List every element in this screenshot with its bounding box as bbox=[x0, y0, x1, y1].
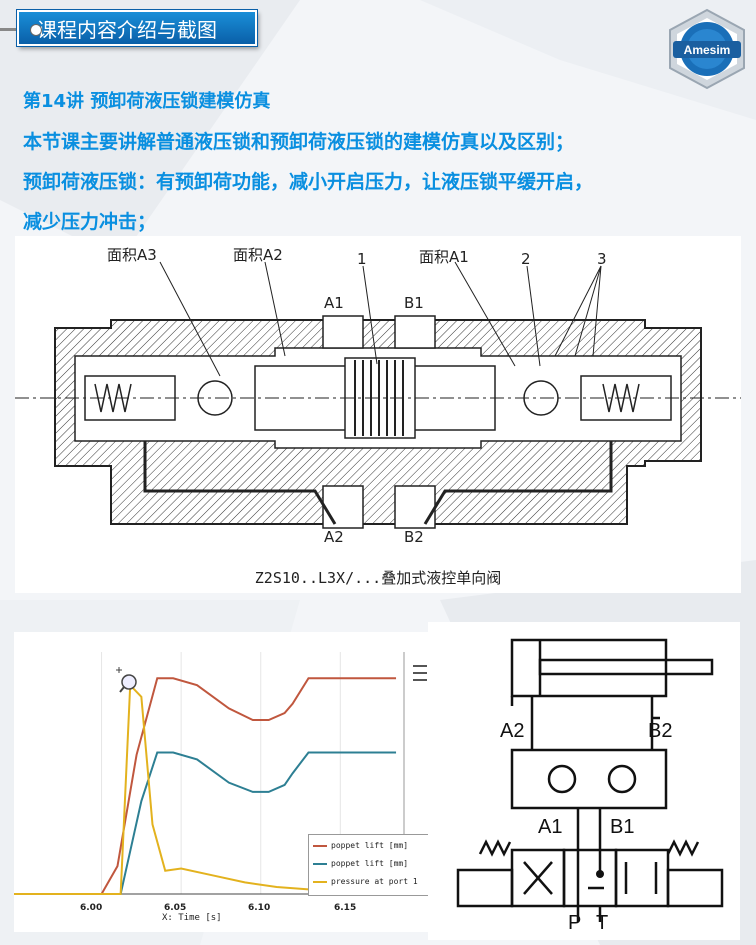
label-port-a2: A2 bbox=[324, 528, 344, 546]
schematic-label-a1: A1 bbox=[538, 816, 563, 838]
valve-caption: Z2S10..L3X/...叠加式液控单向阀 bbox=[254, 569, 502, 587]
hydraulic-schematic: A2 B2 A1 B1 P T bbox=[428, 622, 740, 940]
label-port-b1: B1 bbox=[404, 294, 424, 312]
label-part-2: 2 bbox=[521, 250, 531, 268]
valve-cross-section-figure: 面积A3 面积A2 1 面积A1 2 3 A1 B1 A2 B2 Z2S10..… bbox=[15, 236, 741, 593]
label-part-3: 3 bbox=[597, 250, 607, 268]
simulation-chart-panel: poppet lift [mm] poppet lift [mm] pressu… bbox=[14, 632, 436, 932]
x-tick-label: 6.00 bbox=[80, 903, 103, 913]
section-title: 课程内容介绍与截图 bbox=[37, 18, 217, 42]
valve-drawing bbox=[15, 261, 741, 529]
legend-swatch bbox=[313, 844, 327, 847]
series-line-0 bbox=[14, 677, 397, 895]
label-port-b2: B2 bbox=[404, 528, 424, 546]
label-area-a3: 面积A3 bbox=[107, 246, 157, 264]
x-tick-label: 6.05 bbox=[164, 903, 187, 913]
series-line-1 bbox=[14, 751, 397, 895]
schematic-label-a2: A2 bbox=[500, 720, 525, 742]
intro-line-3: 预卸荷液压锁：有预卸荷功能，减小开启压力，让液压锁平缓开启， bbox=[23, 171, 594, 193]
x-axis-label: X: Time [s] bbox=[162, 913, 222, 923]
x-tick-label: 6.10 bbox=[248, 903, 271, 913]
label-part-1: 1 bbox=[357, 250, 367, 268]
schematic-drawing bbox=[456, 638, 724, 922]
menu-icon[interactable] bbox=[413, 665, 427, 683]
lecture-title: 第14讲 预卸荷液压锁建模仿真 bbox=[23, 91, 271, 112]
amesim-logo: Amesim bbox=[669, 8, 745, 90]
zoom-cursor-icon bbox=[116, 667, 137, 693]
intro-line-4: 减少压力冲击； bbox=[23, 211, 157, 233]
legend-entry: poppet lift [mm] bbox=[313, 859, 408, 869]
schematic-label-b1: B1 bbox=[610, 816, 635, 838]
schematic-label-b2: B2 bbox=[648, 720, 673, 742]
legend-entry: pressure at port 1 bbox=[313, 877, 418, 887]
legend-swatch bbox=[313, 862, 327, 865]
title-bullet-dot bbox=[30, 24, 42, 36]
label-area-a2: 面积A2 bbox=[233, 246, 283, 264]
x-tick-label: 6.15 bbox=[334, 903, 357, 913]
chart-legend: poppet lift [mm] poppet lift [mm] pressu… bbox=[308, 834, 434, 896]
logo-text: Amesim bbox=[684, 43, 731, 57]
legend-swatch bbox=[313, 880, 327, 883]
legend-label: poppet lift [mm] bbox=[331, 859, 409, 868]
intro-text: 第14讲 预卸荷液压锁建模仿真 本节课主要讲解普通液压锁和预卸荷液压锁的建模仿真… bbox=[23, 82, 593, 242]
legend-label: pressure at port 1 bbox=[331, 877, 418, 886]
series-line-2 bbox=[14, 682, 397, 895]
section-title-tag: 课程内容介绍与截图 bbox=[17, 10, 257, 46]
schematic-label-p: P bbox=[568, 912, 582, 934]
legend-label: poppet lift [mm] bbox=[331, 841, 409, 850]
legend-entry: poppet lift [mm] bbox=[313, 841, 408, 851]
intro-line-2: 本节课主要讲解普通液压锁和预卸荷液压锁的建模仿真以及区别； bbox=[23, 131, 575, 153]
label-area-a1: 面积A1 bbox=[419, 248, 469, 266]
label-port-a1: A1 bbox=[324, 294, 344, 312]
schematic-label-t: T bbox=[596, 912, 609, 934]
